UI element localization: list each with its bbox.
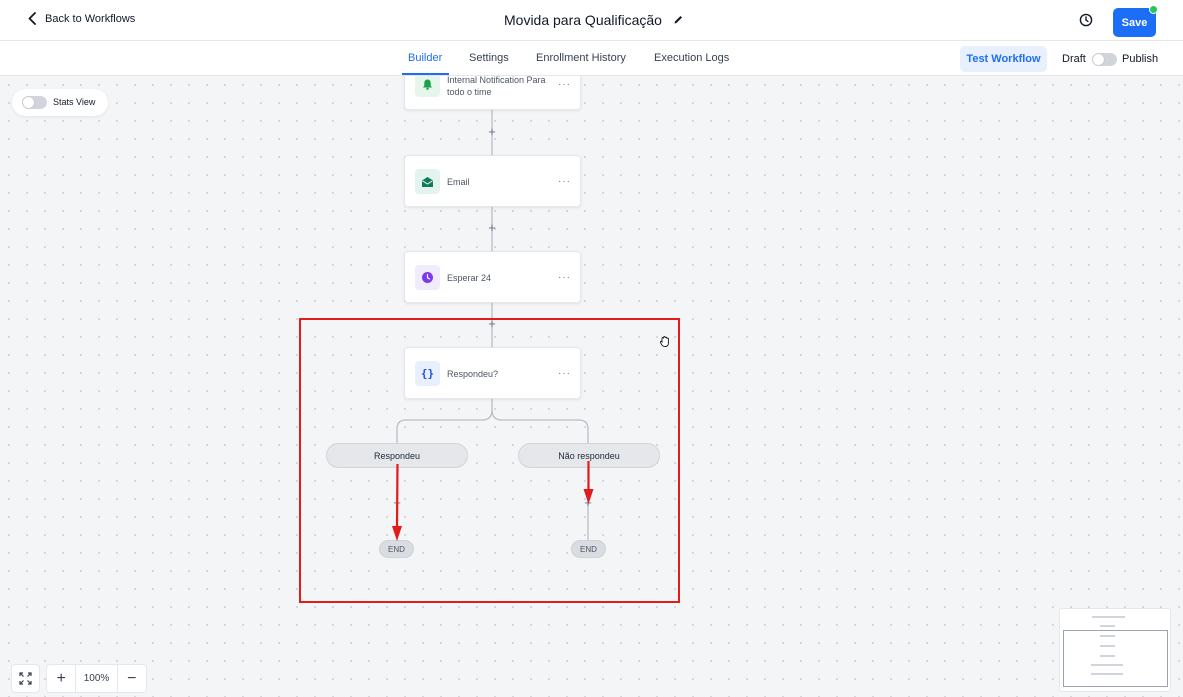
- minimap-node: [1100, 645, 1115, 647]
- minimap-node: [1100, 625, 1115, 627]
- minimap-node: [1100, 635, 1115, 637]
- unsaved-indicator-dot: [1149, 5, 1158, 14]
- stats-view-toggle-pill[interactable]: Stats View: [12, 89, 108, 116]
- clock-icon: [415, 265, 440, 290]
- node-more-menu[interactable]: ···: [558, 272, 571, 283]
- highlight-box: [299, 318, 680, 603]
- pencil-icon[interactable]: [673, 12, 684, 28]
- annotation-arrows: [392, 461, 594, 541]
- stats-view-toggle[interactable]: [22, 96, 47, 109]
- zoom-in-button[interactable]: +: [56, 669, 66, 687]
- node-more-menu[interactable]: ···: [558, 368, 571, 379]
- draft-label: Draft: [1062, 53, 1086, 65]
- grab-cursor-icon: [659, 335, 671, 353]
- node-more-menu[interactable]: ···: [558, 176, 571, 187]
- publish-label: Publish: [1122, 53, 1159, 65]
- workflow-title-text: Movida para Qualificação: [504, 12, 662, 28]
- node-label: Esperar 24: [447, 273, 492, 283]
- workflow-node-email[interactable]: Email ···: [404, 155, 581, 207]
- branch-nao-respondeu[interactable]: Não respondeu: [518, 443, 660, 468]
- workflow-title: Movida para Qualificação: [504, 12, 684, 28]
- end-node: END: [571, 540, 606, 558]
- minimap-node: [1092, 616, 1125, 618]
- end-node: END: [379, 540, 414, 558]
- tab-settings[interactable]: Settings: [469, 52, 509, 64]
- minimap-node: [1091, 664, 1123, 666]
- fit-view-button[interactable]: [11, 664, 40, 693]
- tab-builder[interactable]: Builder: [408, 52, 443, 64]
- node-more-menu[interactable]: ···: [558, 79, 571, 90]
- tab-enrollment-history[interactable]: Enrollment History: [536, 52, 626, 64]
- zoom-out-button[interactable]: −: [127, 669, 137, 687]
- minimap[interactable]: [1059, 608, 1171, 692]
- add-step-button[interactable]: +: [488, 124, 496, 139]
- add-step-button[interactable]: +: [488, 316, 496, 331]
- test-workflow-button[interactable]: Test Workflow: [960, 46, 1047, 72]
- top-bar: Back to Workflows Movida para Qualificaç…: [0, 0, 1183, 41]
- add-step-button[interactable]: +: [488, 220, 496, 235]
- minimap-node: [1091, 673, 1123, 675]
- save-button[interactable]: Save: [1113, 8, 1156, 37]
- workflow-canvas[interactable]: Stats View Internal Notification Para to…: [0, 76, 1183, 697]
- envelope-icon: [415, 169, 440, 194]
- node-label: Internal Notification Para todo o time: [447, 76, 546, 98]
- node-label-line2: todo o time: [447, 87, 492, 97]
- workflow-node-wait[interactable]: Esperar 24 ···: [404, 251, 581, 303]
- back-label: Back to Workflows: [45, 12, 136, 25]
- node-label-line1: Internal Notification Para: [447, 76, 546, 85]
- workflow-node-condition[interactable]: {} Respondeu? ···: [404, 347, 581, 399]
- publish-toggle[interactable]: [1092, 53, 1117, 66]
- chevron-left-icon: [28, 12, 36, 25]
- zoom-level: 100%: [75, 665, 118, 692]
- expand-icon: [19, 672, 32, 685]
- tab-execution-logs[interactable]: Execution Logs: [654, 52, 730, 64]
- minimap-viewport[interactable]: [1063, 630, 1168, 687]
- stats-view-label: Stats View: [53, 97, 96, 107]
- back-to-workflows-link[interactable]: Back to Workflows: [28, 12, 135, 25]
- branch-respondeu[interactable]: Respondeu: [326, 443, 468, 468]
- active-tab-underline: [402, 73, 449, 75]
- workflow-node-internal-notification[interactable]: Internal Notification Para todo o time ·…: [404, 76, 581, 110]
- node-label: Respondeu?: [447, 369, 499, 379]
- code-braces-icon: {}: [415, 361, 440, 386]
- zoom-controls: + 100% −: [46, 664, 147, 693]
- node-label: Email: [447, 177, 470, 187]
- minimap-node: [1100, 655, 1115, 657]
- history-icon[interactable]: [1079, 13, 1093, 32]
- bell-icon: [415, 76, 440, 97]
- tab-bar: Builder Settings Enrollment History Exec…: [0, 41, 1183, 76]
